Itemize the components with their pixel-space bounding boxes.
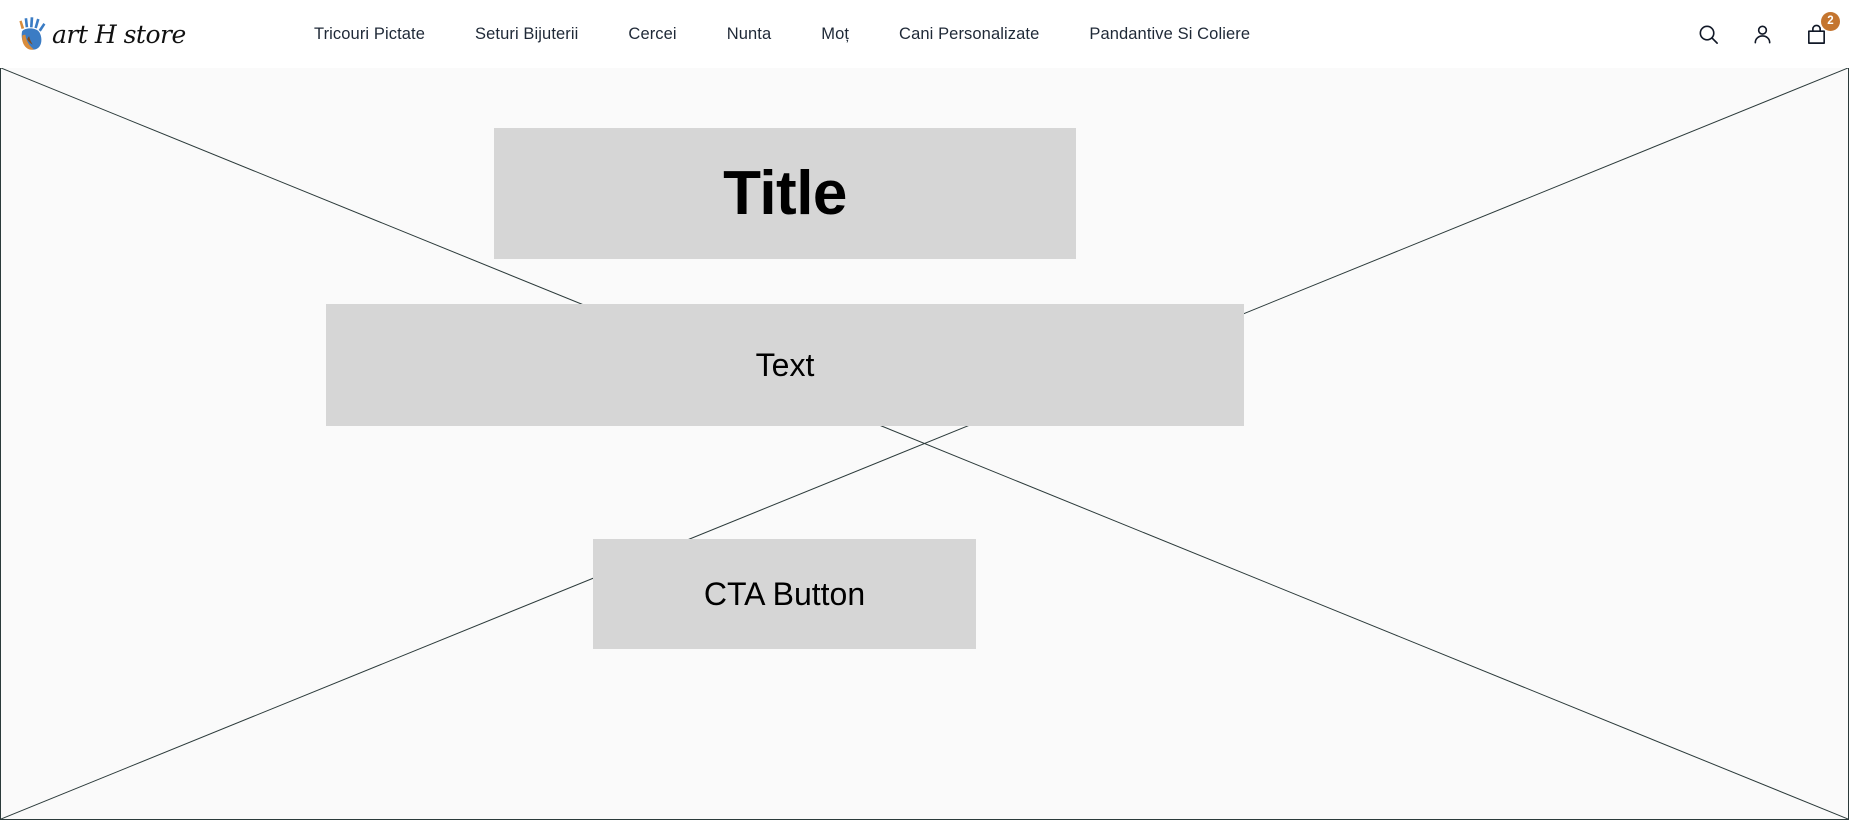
nav-item-nunta[interactable]: Nunta [726,24,772,43]
search-button[interactable] [1695,21,1721,47]
brand-name: art H store [52,19,186,49]
handprint-logo-icon [16,15,50,53]
site-header: art H store Tricouri Pictate Seturi Biju… [0,0,1849,68]
nav-item-cercei[interactable]: Cercei [628,24,677,43]
nav-item-tricouri-pictate[interactable]: Tricouri Pictate [314,24,426,43]
header-actions: 2 [1695,0,1840,68]
hero-text-placeholder: Text [326,304,1244,426]
cart-count-badge: 2 [1821,12,1840,31]
shopping-bag-icon [1805,23,1828,46]
hero-placeholder-section: Title Text CTA Button [0,68,1849,820]
hero-title-placeholder: Title [494,128,1076,259]
hero-cta-label: CTA Button [703,575,866,612]
cart-button[interactable]: 2 [1803,12,1840,47]
nav-item-mot[interactable]: Moț [821,24,850,43]
account-button[interactable] [1749,21,1775,47]
main-navigation: Tricouri Pictate Seturi Bijuterii Cercei… [314,19,1250,50]
hero-cta-button-placeholder[interactable]: CTA Button [593,539,976,649]
nav-item-cani-personalizate[interactable]: Cani Personalizate [899,24,1040,43]
hero-content: Title Text CTA Button [1,68,1848,819]
hero-body-text: Text [755,346,815,383]
user-account-icon [1751,23,1774,46]
search-icon [1697,23,1720,46]
nav-item-seturi-bijuterii[interactable]: Seturi Bijuterii [475,24,579,43]
nav-item-pandantive-si-coliere[interactable]: Pandantive Si Coliere [1089,24,1251,43]
brand-logo-link[interactable]: art H store [16,10,186,58]
hero-title-text: Title [723,159,847,228]
